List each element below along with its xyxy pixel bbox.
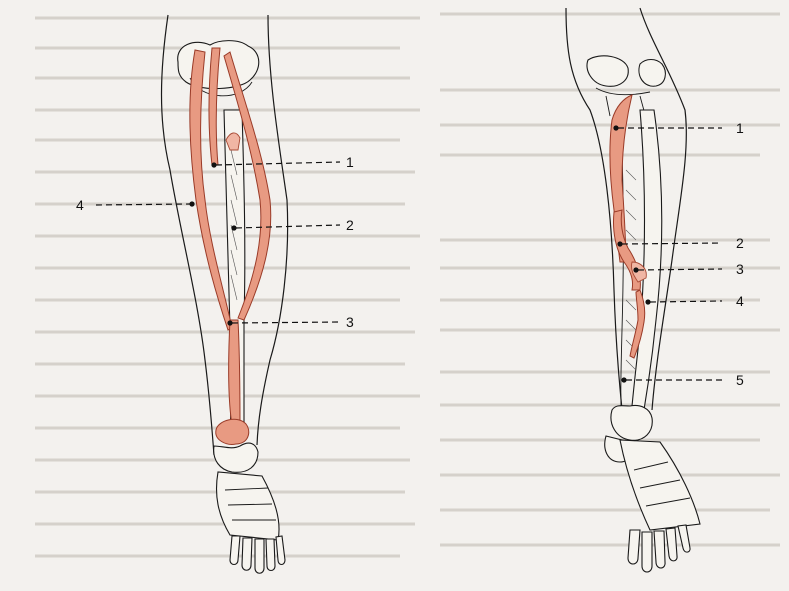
right-label-1-text: 1	[736, 120, 744, 136]
right-label-5-text: 5	[736, 372, 744, 388]
right-label-2: 2	[617, 235, 744, 251]
right-ankle-bones	[611, 406, 652, 441]
left-ankle-bones	[214, 443, 258, 472]
left-label-1-text: 1	[346, 154, 354, 170]
left-label-3: 3	[227, 314, 354, 330]
right-label-1: 1	[613, 120, 744, 136]
right-label-4-text: 4	[736, 293, 744, 309]
right-label-2-text: 2	[736, 235, 744, 251]
right-toes	[628, 525, 690, 572]
right-label-3-text: 3	[736, 261, 744, 277]
right-foot-bones	[620, 440, 700, 530]
left-heel-insertion	[216, 419, 249, 444]
left-foot-bones	[217, 472, 280, 540]
left-label-3-text: 3	[346, 314, 354, 330]
right-leg-figure: 1 2 3 4 5	[566, 8, 744, 572]
left-muscle-3	[229, 320, 240, 425]
right-knee-bones	[587, 56, 628, 86]
left-label-2: 2	[231, 217, 354, 233]
left-leg-figure: 1 2 3 4	[76, 15, 354, 573]
left-label-4-text: 4	[76, 197, 84, 213]
left-label-2-text: 2	[346, 217, 354, 233]
left-muscle-1	[209, 48, 220, 165]
right-patella	[639, 60, 665, 87]
